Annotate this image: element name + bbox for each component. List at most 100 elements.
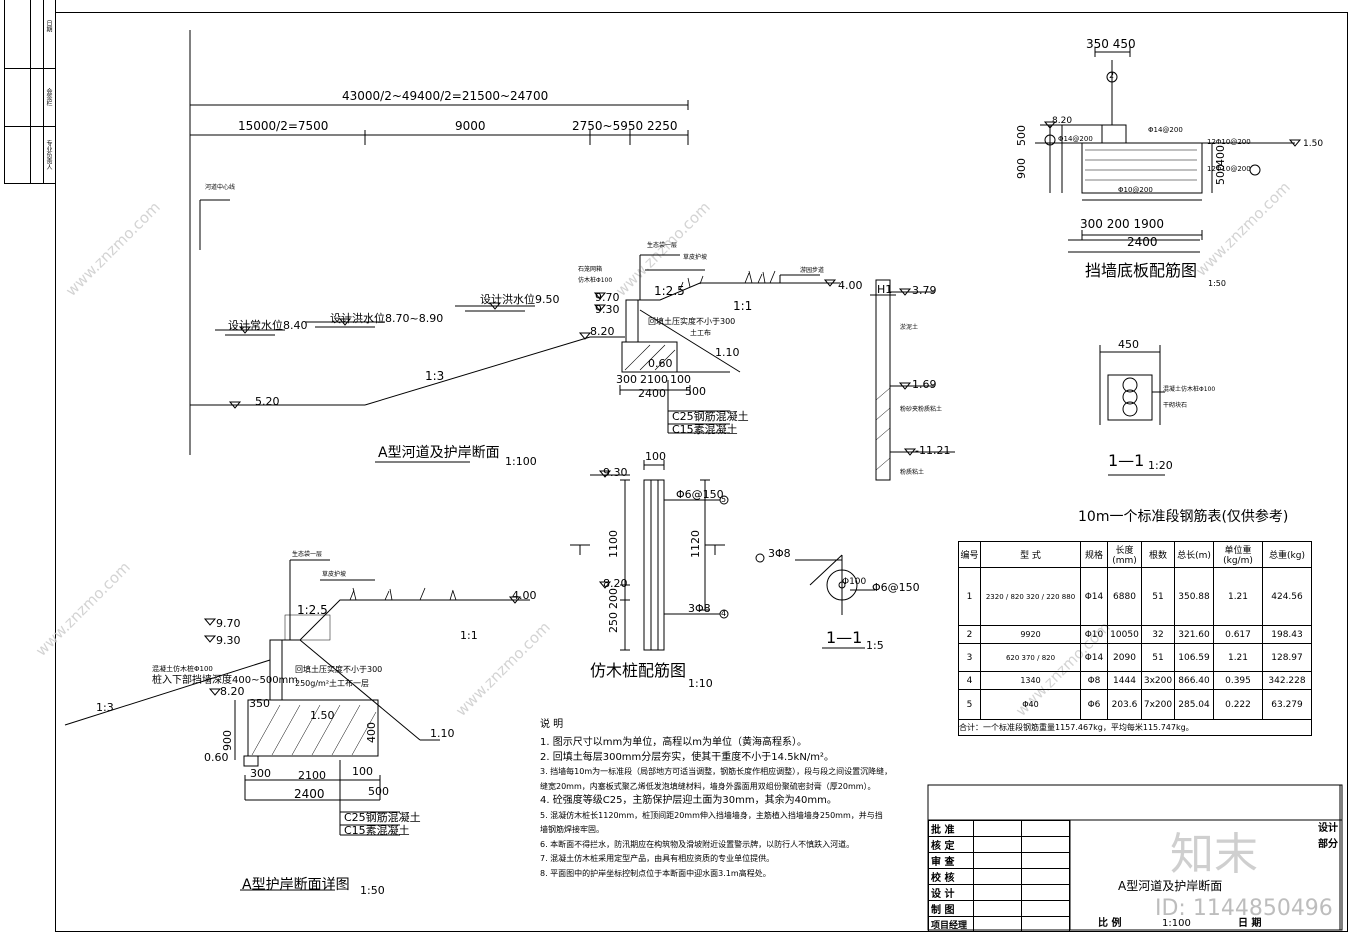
- detail-lv-400: 4.00: [512, 589, 537, 602]
- level-950: 设计洪水位9.50: [480, 293, 560, 306]
- level-970: 9.70: [595, 291, 620, 304]
- rebar-header: 型 式: [980, 541, 1081, 568]
- rebar-cell: 0.395: [1213, 671, 1263, 690]
- detail-lv-060: 0.60: [204, 751, 229, 764]
- rebar-header: 单位重(kg/m): [1213, 541, 1263, 568]
- level-840: 设计常水位8.40: [228, 319, 308, 332]
- sec-a-scale: 1:20: [1148, 459, 1173, 472]
- pile-lv-820: 8.20: [603, 577, 628, 590]
- pile-top-w: 100: [645, 450, 666, 463]
- tb-label: 设 计: [928, 884, 974, 901]
- slab-callout-2: 2: [1109, 71, 1115, 80]
- detail-slope-13: 1:3: [96, 701, 114, 714]
- notes-list: 1. 图示尺寸以mm为单位，高程以m为单位（黄海高程系）。 2. 回填土每层30…: [540, 736, 920, 881]
- detail-slope-11: 1:1: [460, 629, 478, 642]
- sec-b-bar: 3Φ8: [768, 547, 791, 560]
- detail-dim-100: 100: [352, 765, 373, 778]
- label-fill: 回填土压实度不小于300: [648, 317, 736, 326]
- strip-label-date: 日期: [45, 20, 52, 32]
- slab-bot-w: 2400: [1127, 235, 1158, 249]
- sec-b-title: 1—1: [826, 628, 863, 647]
- strip-col: [30, 0, 31, 184]
- rebar-cell: Φ14: [1080, 567, 1108, 626]
- slab-lv-820: 8.20: [1052, 116, 1073, 126]
- level-060: 0.60: [648, 357, 673, 370]
- base-dim-2100: 2100: [640, 373, 668, 386]
- drawing-frame: [55, 12, 1348, 932]
- level-110: 1.10: [715, 346, 740, 359]
- rebar-cell: 342.228: [1262, 671, 1312, 690]
- tb-label: 项目经理: [928, 916, 974, 932]
- borehole-h1: H1: [877, 283, 893, 296]
- tb-label: 校 核: [928, 868, 974, 885]
- rebar-cell: 9920: [980, 625, 1081, 644]
- detail-width: 2400: [294, 787, 325, 801]
- slab-r4: Φ10@200: [1118, 186, 1153, 194]
- slab-top-dims: 350 450: [1086, 37, 1136, 51]
- list-item: 5. 混凝仿木桩长1120mm，桩顶间距20mm伸入挡墙墙身，主筋植入挡墙墙身2…: [540, 810, 883, 820]
- base-width: 2400: [638, 387, 666, 400]
- tb-date-label: 日 期: [1238, 918, 1262, 929]
- slab-r1b: Φ14@200: [1148, 126, 1183, 134]
- rebar-cell: 0.617: [1213, 625, 1263, 644]
- rebar-cell: Φ10: [1080, 625, 1108, 644]
- top-section-scale: 1:100: [505, 455, 537, 468]
- rebar-cell: Φ40: [980, 689, 1081, 720]
- rebar-cell: 51: [1141, 567, 1175, 626]
- slab-d500: 500: [1015, 125, 1028, 146]
- list-item: 缝宽20mm，内塞板式聚乙烯低发泡填缝材料，墙身外露面用双组份聚硫密封膏（厚20…: [540, 781, 876, 791]
- detail-lv-970: 9.70: [216, 617, 241, 630]
- rebar-table-title: 10m一个标准段钢筋表(仅供参考): [1078, 509, 1289, 525]
- pile-lv-930: 9.30: [603, 466, 628, 479]
- detail-geotex: 250g/m²土工布一层: [295, 679, 370, 688]
- tb-right1: 设计: [1318, 823, 1338, 834]
- table-row: 5 Φ40 Φ6 203.6 7x200 285.04 0.222 63.279: [958, 689, 1312, 720]
- detail-c15: C15素混凝土: [344, 824, 410, 837]
- rebar-cell: 198.43: [1262, 625, 1312, 644]
- dim-b: 9000: [455, 119, 486, 133]
- list-item: 7. 混凝土仿木桩采用定型产品，由具有相应资质的专业单位提供。: [540, 854, 775, 863]
- detail-d500: 500: [368, 785, 389, 798]
- pile-callout-4: 4: [721, 609, 727, 618]
- rebar-cell: 4: [958, 671, 981, 690]
- detail-dim-2100: 2100: [298, 769, 326, 782]
- pile-r6: Φ6@150: [676, 488, 724, 501]
- rebar-cell: 2320 / 820 320 / 220 880: [980, 567, 1081, 626]
- sec-b-dia: Φ100: [842, 577, 867, 587]
- rebar-cell: 285.04: [1174, 689, 1214, 720]
- detail-title: A型护岸断面详图: [242, 877, 350, 893]
- rebar-cell: 1340: [980, 671, 1081, 690]
- rebar-cell: 63.279: [1262, 689, 1312, 720]
- label-centerline: 河道中心线: [205, 184, 236, 191]
- borehole-169: 1.69: [912, 378, 937, 391]
- label-walkway: 游园步道: [800, 267, 825, 274]
- detail-c25: C25钢筋混凝土: [344, 811, 421, 824]
- level-400: 4.00: [838, 279, 863, 292]
- base-dim-300: 300: [616, 373, 637, 386]
- level-930: 9.30: [595, 303, 620, 316]
- rebar-footer: 合计：一个标准段钢筋重量1157.467kg，平均每米115.747kg。: [958, 719, 1312, 736]
- sec-a-label: 混凝土仿木桩Φ100: [1163, 386, 1216, 393]
- rebar-cell: 1.21: [1213, 643, 1263, 672]
- label-geotex: 土工布: [690, 329, 711, 337]
- level-520: 5.20: [255, 395, 280, 408]
- tb-drawing-title: A型河道及护岸断面: [1118, 879, 1223, 893]
- borehole-soil4: 粉质粘土: [900, 469, 925, 476]
- rebar-cell: 6880: [1107, 567, 1142, 626]
- rebar-cell: 10050: [1107, 625, 1142, 644]
- rebar-cell: 866.40: [1174, 671, 1214, 690]
- rebar-header: 规格: [1080, 541, 1108, 568]
- borehole-379: 3.79: [912, 284, 937, 297]
- detail-pile-label: 混凝土仿木桩Φ100: [152, 665, 213, 673]
- rebar-header: 总重(kg): [1262, 541, 1312, 568]
- rebar-header: 总长(m): [1174, 541, 1214, 568]
- label-gabion: 石笼网箱: [578, 266, 603, 273]
- detail-fill: 回填土压实度不小于300: [295, 665, 383, 674]
- rebar-cell: 2090: [1107, 643, 1142, 672]
- list-item: 6. 本断面不得拦水，防汛期应在构筑物及滑坡附近设置警示牌，以防行人不慎跌入河道…: [540, 839, 855, 849]
- rebar-cell: 5: [958, 689, 981, 720]
- watermark-id: ID: 1144850496: [1155, 896, 1333, 921]
- rebar-cell: 3x200: [1141, 671, 1175, 690]
- tb-label: 批 准: [928, 820, 974, 837]
